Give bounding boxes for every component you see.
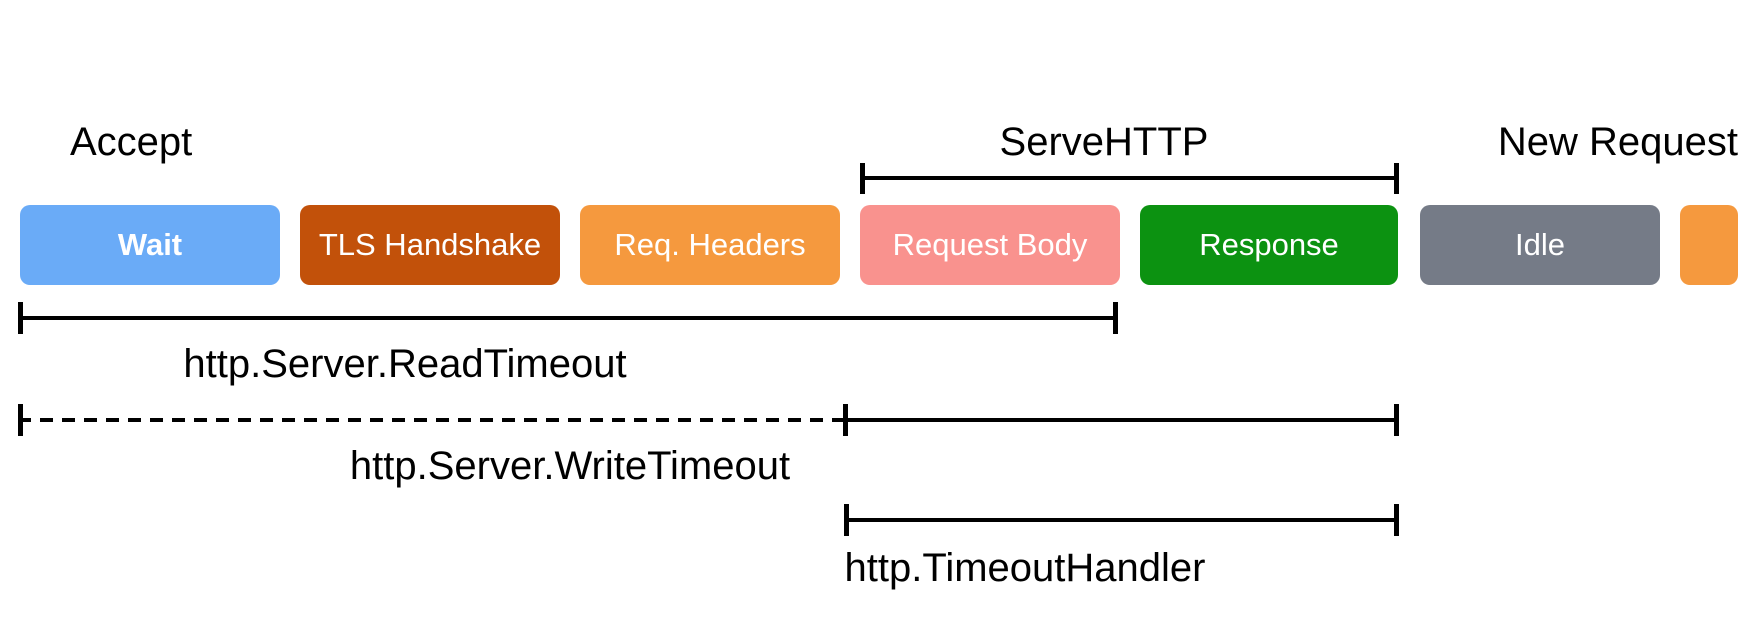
phase-box-req-headers: Req. Headers <box>580 205 840 285</box>
servehttp-bracket-line <box>862 176 1398 180</box>
servehttp-bracket-end-tick <box>1394 163 1399 194</box>
read-timeout-label: http.Server.ReadTimeout <box>183 342 627 386</box>
read-timeout-line <box>18 316 1118 320</box>
phase-box-idle: Idle <box>1420 205 1660 285</box>
timeout-handler-label: http.TimeoutHandler <box>844 546 1206 590</box>
timeout-handler-start-tick <box>844 504 849 536</box>
write-timeout-dashed-line <box>18 418 846 422</box>
read-timeout-end-tick <box>1113 302 1118 334</box>
phase-box-next-request <box>1680 205 1738 285</box>
accept-label: Accept <box>70 120 193 164</box>
phase-box-tls-handshake: TLS Handshake <box>300 205 560 285</box>
timeout-handler-end-tick <box>1394 504 1399 536</box>
new-request-label: New Request <box>1497 120 1738 164</box>
timeout-handler-line <box>846 518 1398 522</box>
write-timeout-end-tick <box>1394 404 1399 436</box>
write-timeout-start-tick <box>18 404 23 436</box>
write-timeout-solid-line <box>846 418 1398 422</box>
servehttp-bracket-start-tick <box>860 163 865 194</box>
servehttp-label: ServeHTTP <box>999 120 1209 164</box>
phase-box-request-body: Request Body <box>860 205 1120 285</box>
write-timeout-label: http.Server.WriteTimeout <box>349 444 791 488</box>
read-timeout-start-tick <box>18 302 23 334</box>
phase-box-response: Response <box>1140 205 1398 285</box>
write-timeout-mid-tick <box>843 404 848 436</box>
phase-box-wait: Wait <box>20 205 280 285</box>
